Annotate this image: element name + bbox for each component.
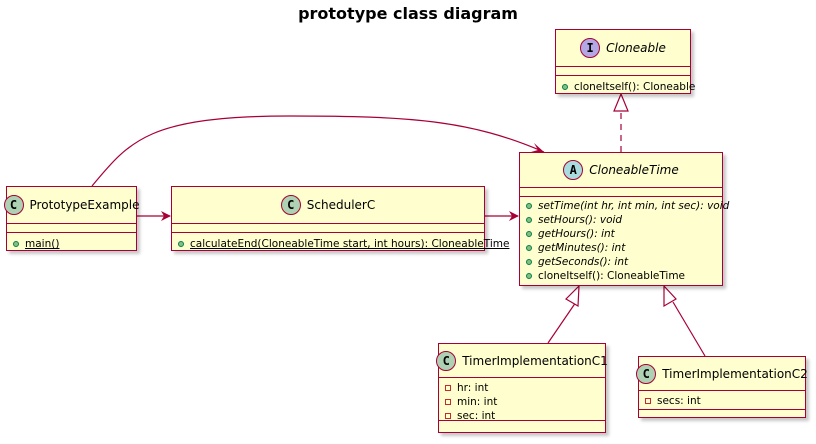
arrowhead-scheduler	[161, 211, 171, 221]
arrowhead-cloneable-time-top	[531, 143, 544, 152]
class-stereotype-icon: C	[436, 350, 457, 371]
field-declaration: sec: int	[457, 410, 496, 422]
interface-stereotype-icon: I	[580, 38, 601, 58]
method-row: getMinutes(): int	[520, 241, 722, 255]
method-row: calculateEnd(CloneableTime start, int ho…	[172, 237, 509, 251]
class-name: TimerImplementationC2	[662, 366, 808, 381]
method-row: cloneItself(): CloneableTime	[520, 269, 722, 283]
class-header: C SchedulerC	[172, 187, 484, 223]
class-box-prototype-example[interactable]: C PrototypeExample main()	[3, 186, 139, 251]
class-header: C TimerImplementationC2	[636, 357, 808, 390]
method-row: setHours(): void	[520, 213, 722, 227]
class-stereotype-icon: C	[3, 195, 24, 215]
realization-triangle	[613, 92, 629, 112]
methods-section: main()	[7, 232, 136, 251]
method-row: setTime(int hr, int min, int sec): void	[520, 199, 729, 213]
method-signature: getMinutes(): int	[538, 242, 626, 254]
fields-section: hr: int min: int sec: int	[439, 377, 605, 423]
class-header: I Cloneable	[556, 30, 690, 66]
field-row: hr: int	[439, 381, 605, 395]
class-name: SchedulerC	[306, 198, 376, 212]
class-header: C PrototypeExample	[3, 187, 139, 223]
methods-section: setTime(int hr, int min, int sec): void …	[520, 196, 729, 283]
class-box-cloneable[interactable]: I Cloneable cloneItself(): Cloneable	[555, 29, 695, 94]
private-visibility-icon	[445, 399, 454, 405]
method-signature: getHours(): int	[538, 228, 615, 240]
generalization-triangle-timer1	[565, 284, 580, 308]
field-row: secs: int	[639, 394, 805, 408]
method-row: cloneItself(): Cloneable	[556, 80, 695, 94]
public-visibility-icon	[526, 245, 535, 251]
generalization-timer1-to-cloneable-time	[547, 301, 577, 344]
fields-section	[172, 223, 484, 232]
public-visibility-icon	[13, 241, 22, 247]
class-name: PrototypeExample	[29, 198, 140, 212]
fields-section: secs: int	[639, 390, 805, 409]
abstract-stereotype-icon: A	[563, 160, 584, 180]
public-visibility-icon	[526, 259, 535, 265]
association-prototype-example-to-cloneable-time	[91, 115, 545, 187]
class-box-cloneable-time[interactable]: A CloneableTime setTime(int hr, int min,…	[519, 152, 729, 286]
class-name: CloneableTime	[589, 163, 679, 177]
public-visibility-icon	[562, 84, 571, 90]
class-header: A CloneableTime	[520, 153, 722, 187]
diagram-title: prototype class diagram	[298, 4, 518, 23]
field-declaration: hr: int	[457, 382, 489, 394]
method-signature: cloneItself(): CloneableTime	[538, 270, 686, 282]
method-row: main()	[7, 237, 136, 251]
fields-section	[556, 66, 690, 75]
class-name: TimerImplementationC1	[462, 353, 608, 368]
private-visibility-icon	[645, 398, 654, 404]
field-row: sec: int	[439, 409, 605, 423]
class-box-scheduler-c[interactable]: C SchedulerC calculateEnd(CloneableTime …	[171, 186, 509, 251]
class-box-timer-implementation-c1[interactable]: C TimerImplementationC1 hr: int min: int…	[436, 343, 608, 433]
private-visibility-icon	[445, 385, 454, 391]
private-visibility-icon	[445, 413, 454, 419]
generalization-timer2-to-cloneable-time	[672, 301, 706, 357]
fields-section	[7, 223, 136, 232]
methods-section: calculateEnd(CloneableTime start, int ho…	[172, 232, 509, 251]
method-signature: setHours(): void	[538, 214, 623, 226]
class-stereotype-icon: C	[636, 363, 657, 384]
public-visibility-icon	[526, 203, 535, 209]
public-visibility-icon	[526, 273, 535, 279]
methods-section: cloneItself(): Cloneable	[556, 75, 695, 94]
method-signature: main()	[25, 238, 60, 250]
arrowhead-cloneable-time-left	[509, 211, 519, 221]
field-declaration: min: int	[457, 396, 498, 408]
field-row: min: int	[439, 395, 605, 409]
method-signature: setTime(int hr, int min, int sec): void	[538, 200, 730, 212]
methods-section	[439, 420, 605, 429]
public-visibility-icon	[178, 241, 187, 247]
class-name: Cloneable	[606, 41, 666, 55]
field-declaration: secs: int	[657, 395, 701, 407]
class-header: C TimerImplementationC1	[436, 344, 608, 377]
method-signature: cloneItself(): Cloneable	[574, 81, 696, 93]
class-stereotype-icon: C	[280, 195, 301, 215]
method-row: getSeconds(): int	[520, 255, 722, 269]
method-row: getHours(): int	[520, 227, 722, 241]
public-visibility-icon	[526, 231, 535, 237]
method-signature: getSeconds(): int	[538, 256, 629, 268]
method-signature: calculateEnd(CloneableTime start, int ho…	[190, 238, 510, 250]
methods-section	[639, 409, 805, 418]
class-box-timer-implementation-c2[interactable]: C TimerImplementationC2 secs: int	[636, 356, 808, 418]
public-visibility-icon	[526, 217, 535, 223]
fields-section	[520, 187, 722, 196]
generalization-triangle-timer2	[663, 284, 677, 308]
